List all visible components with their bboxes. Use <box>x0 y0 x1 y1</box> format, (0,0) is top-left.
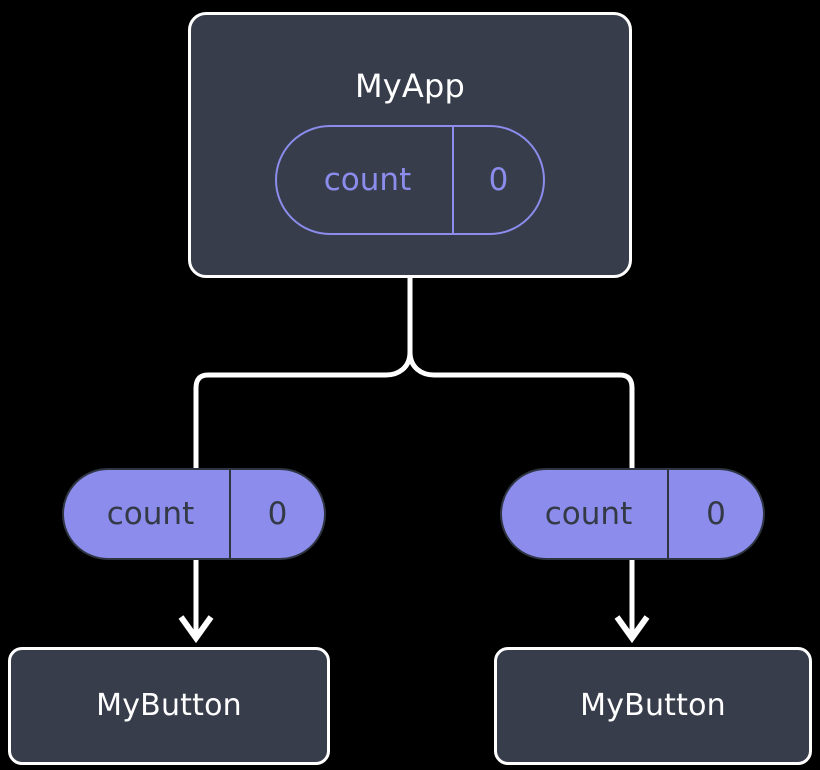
edge-fork-to-left-pill <box>193 351 413 478</box>
node-mybutton-right[interactable]: MyButton <box>494 647 812 765</box>
node-mybutton-left[interactable]: MyButton <box>8 647 330 765</box>
state-pill-myapp[interactable]: count 0 <box>275 125 545 235</box>
state-pill-right-value: 0 <box>667 470 763 558</box>
arrowhead-right-icon <box>614 615 650 644</box>
state-pill-right[interactable]: count 0 <box>500 468 765 560</box>
node-mybutton-left-title: MyButton <box>96 688 242 723</box>
node-myapp-title: MyApp <box>354 67 466 105</box>
state-pill-right-key: count <box>544 495 633 532</box>
state-pill-left-value: 0 <box>229 470 324 558</box>
state-pill-myapp-key: count <box>323 161 412 198</box>
node-mybutton-right-title: MyButton <box>580 688 726 723</box>
state-pill-left-key: count <box>106 495 195 532</box>
state-pill-myapp-value: 0 <box>452 127 543 233</box>
arrowhead-left-icon <box>178 615 214 644</box>
state-pill-left[interactable]: count 0 <box>62 468 326 560</box>
edge-fork-to-right-pill <box>407 351 635 478</box>
